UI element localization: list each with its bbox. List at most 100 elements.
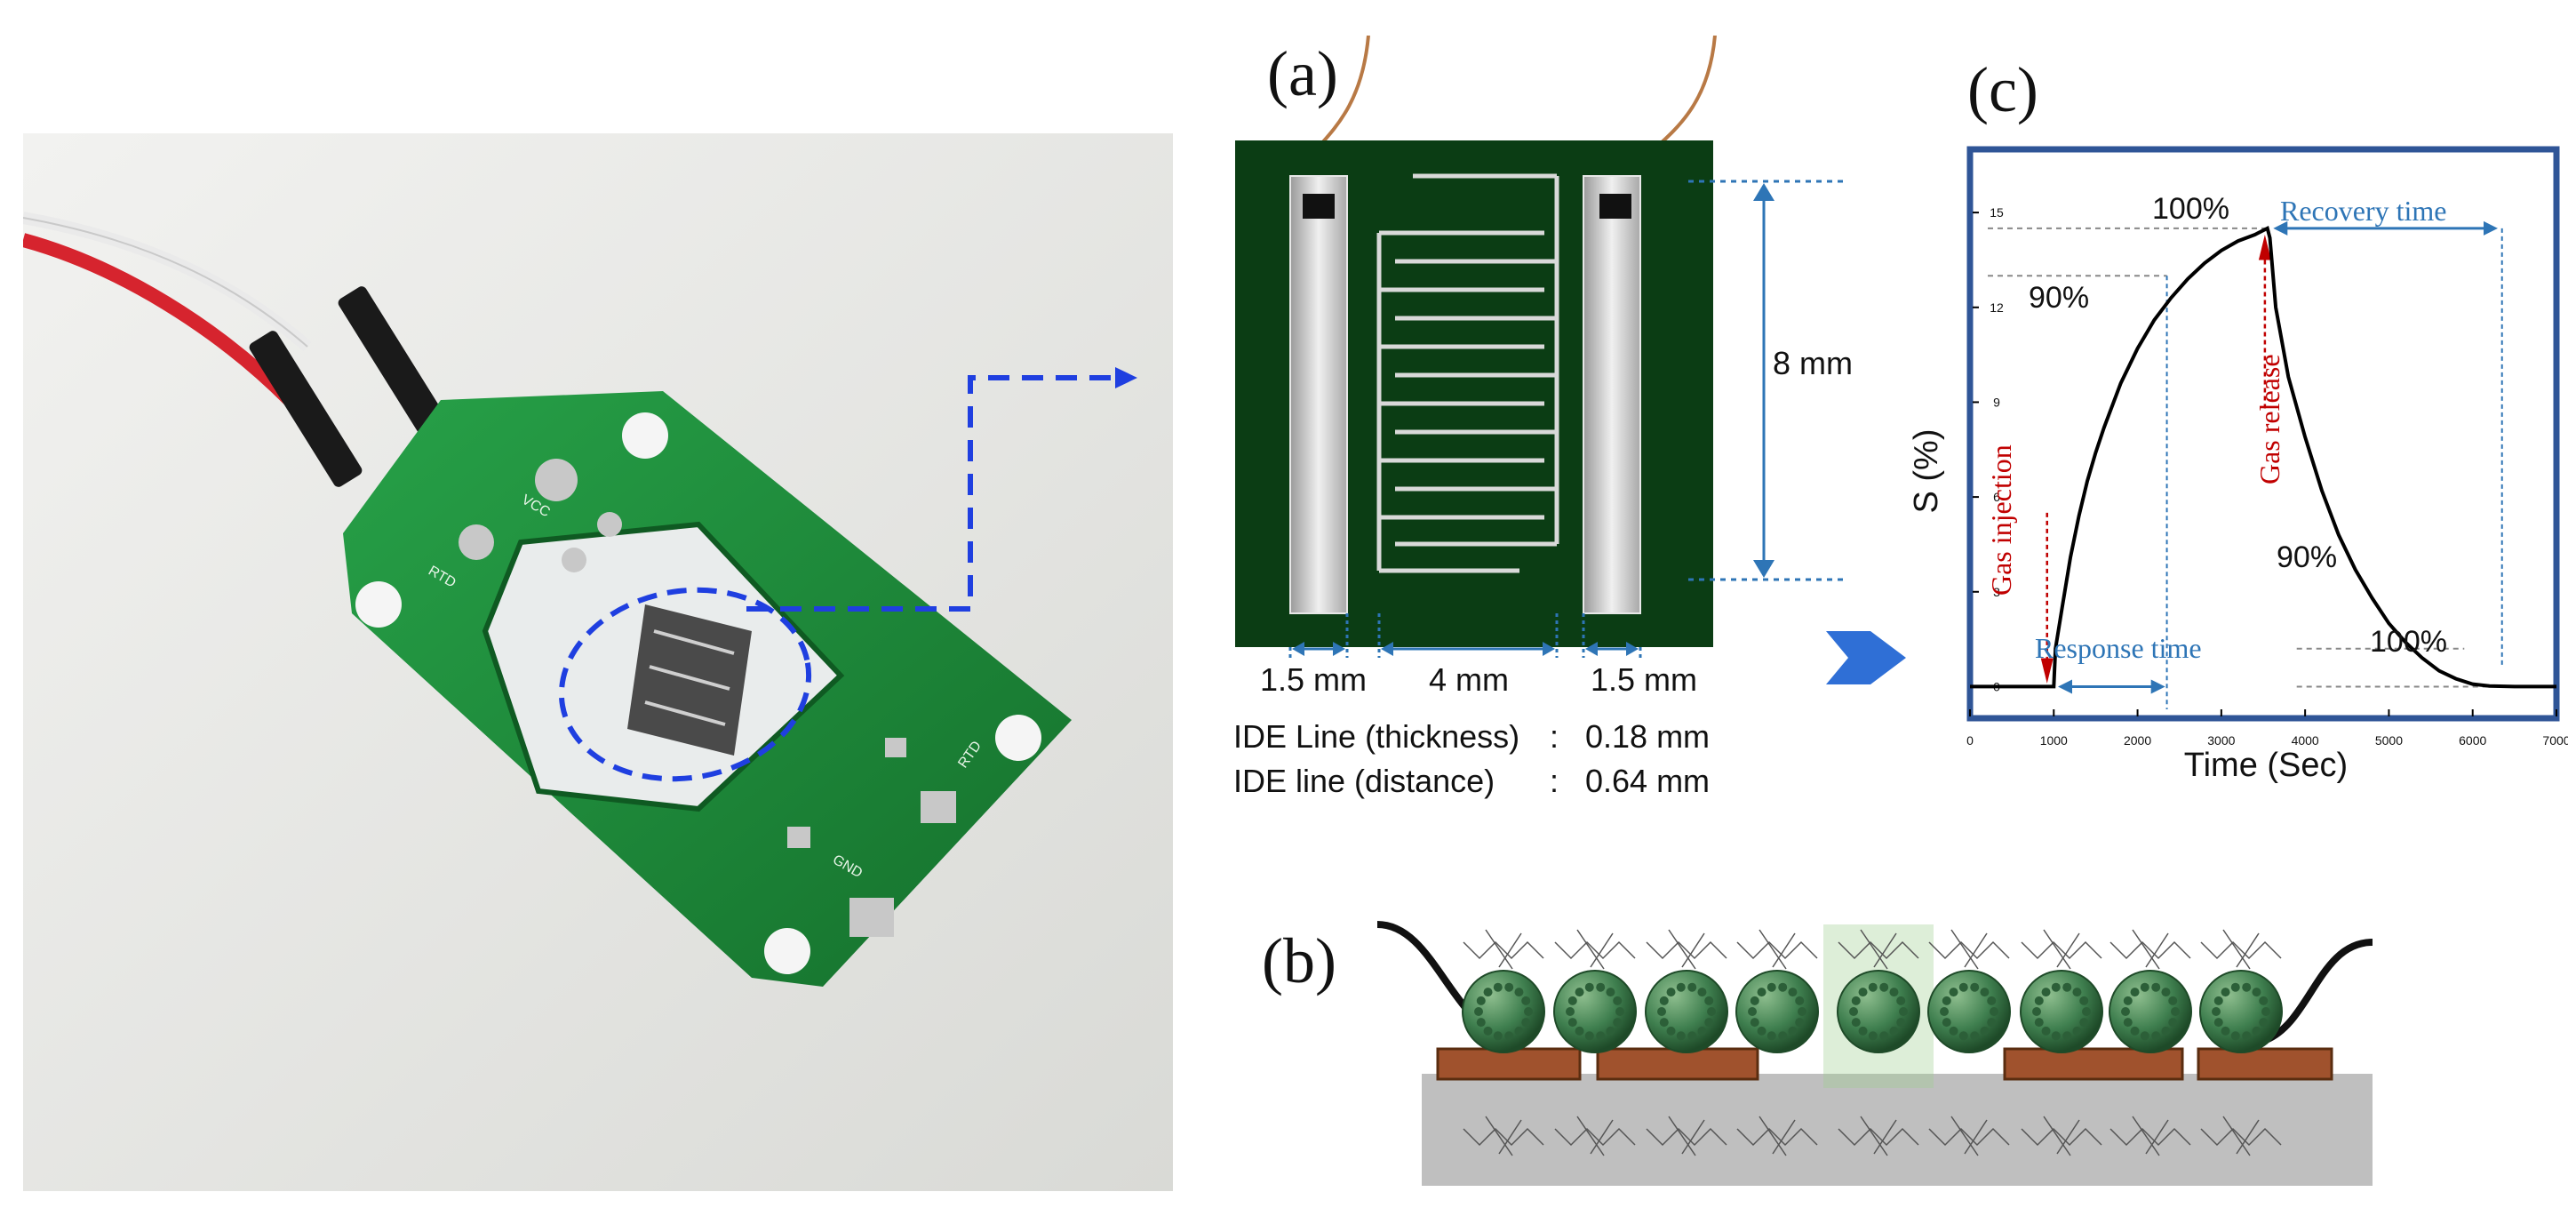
molecule-bond (1485, 1116, 1513, 1156)
annot-90-bottom: 90% (2277, 540, 2337, 574)
zoom-arrow (746, 367, 1137, 612)
molecule-bond (2145, 932, 2169, 968)
molecule-bond (1759, 1116, 1787, 1156)
electrode-block (1596, 1047, 1759, 1081)
molecule-bond (1498, 1119, 1522, 1155)
spec-separator: : (1550, 763, 1559, 799)
injection-arrow-head (2040, 658, 2054, 684)
y-tick-label: 9 (1993, 395, 2000, 409)
sphere-texture (2032, 1007, 2041, 1016)
nanoparticle-sphere (2020, 970, 2103, 1053)
sphere-texture (2051, 982, 2061, 992)
molecule-bond (1681, 932, 1705, 968)
nanoparticle-sphere (2199, 970, 2283, 1053)
molecule-bond (1681, 1119, 1705, 1155)
sphere-texture (2062, 982, 2072, 992)
sphere-texture (2123, 996, 2133, 1005)
sphere-texture (1697, 1026, 1707, 1036)
annot-90-top: 90% (2029, 281, 2089, 315)
sphere-texture (2051, 1031, 2061, 1041)
nanoparticle-sphere (1462, 970, 1545, 1053)
spec-value: 0.64 mm (1585, 763, 1711, 799)
molecule-chain (1736, 1127, 1818, 1147)
sphere-texture (2230, 1031, 2240, 1041)
molecule-bond (2132, 929, 2160, 970)
sphere-texture (1493, 982, 1503, 992)
sphere-texture (2121, 1007, 2130, 1016)
panel-label-a: (a) (1267, 38, 1338, 109)
sphere-texture (1896, 996, 1906, 1005)
x-tick-label: 5000 (2375, 733, 2403, 748)
y-axis-label: S (%) (1908, 429, 1945, 514)
x-tick-label: 2000 (2124, 733, 2151, 748)
sphere-texture (1858, 988, 1868, 997)
chart-frame (1966, 146, 2560, 722)
molecule-chain (1928, 940, 2010, 960)
sphere-texture (1942, 996, 1951, 1005)
sphere-texture (2072, 1026, 2082, 1036)
sphere-texture (1949, 988, 1958, 997)
sphere-texture (2123, 1018, 2133, 1028)
annot-gas-injection: Gas injection (1985, 444, 2017, 596)
molecule-chain (2109, 1127, 2191, 1147)
molecule-bond (1873, 1119, 1897, 1155)
sphere-texture (1987, 1018, 1997, 1028)
sphere-texture (1483, 988, 1493, 997)
nanoparticle-sphere (1927, 970, 2011, 1053)
spec-name: IDE Line (thickness) (1233, 718, 1520, 755)
x-tick-label: 3000 (2207, 733, 2235, 748)
panel-label-b: (b) (1262, 925, 1336, 996)
sphere-texture (1750, 996, 1759, 1005)
molecule-bond (1860, 929, 1888, 970)
sphere-texture (1575, 1026, 1584, 1036)
molecule-bond (1668, 1116, 1696, 1156)
sphere-texture (2242, 1031, 2252, 1041)
molecule-bond (1964, 932, 1988, 968)
sphere-texture (1474, 1007, 1483, 1016)
nanoparticle-sphere (2109, 970, 2192, 1053)
electrode-block (2197, 1047, 2333, 1081)
molecule-chain (1646, 940, 1727, 960)
annot-recovery-time: Recovery time (2280, 195, 2446, 227)
sphere-texture (1615, 1007, 1624, 1016)
molecule-chain (1838, 940, 1919, 960)
sphere-texture (1584, 982, 1594, 992)
sphere-texture (1949, 1026, 1958, 1036)
sphere-texture (1980, 1026, 1990, 1036)
sphere-texture (1849, 1007, 1858, 1016)
sphere-texture (2072, 988, 2082, 997)
sphere-texture (2130, 1026, 2140, 1036)
molecule-chain (2021, 1127, 2102, 1147)
annot-100-top: 100% (2152, 192, 2229, 226)
width-right-label: 1.5 mm (1591, 661, 1698, 698)
layer-cross-section (1376, 921, 2373, 1186)
sphere-texture (2168, 1018, 2178, 1028)
annot-100-bottom: 100% (2370, 625, 2447, 659)
sphere-texture (2041, 1026, 2051, 1036)
sphere-texture (1958, 1031, 1968, 1041)
molecule-bond (2056, 932, 2080, 968)
sphere-texture (1493, 1031, 1503, 1041)
sphere-texture (1889, 1026, 1899, 1036)
sphere-texture (1748, 1007, 1757, 1016)
sphere-texture (2140, 982, 2149, 992)
sphere-texture (1606, 1026, 1615, 1036)
sphere-texture (1567, 996, 1577, 1005)
sphere-texture (1567, 1018, 1577, 1028)
molecule-bond (1668, 929, 1696, 970)
sphere-texture (1676, 982, 1686, 992)
sphere-texture (1676, 1031, 1686, 1041)
response-arrow-head (2058, 679, 2072, 694)
sphere-texture (1851, 996, 1861, 1005)
sphere-texture (2261, 1007, 2270, 1016)
sphere-texture (1868, 1031, 1878, 1041)
sphere-texture (1596, 1031, 1606, 1041)
sphere-texture (1896, 1018, 1906, 1028)
molecule-chain (1928, 1127, 2010, 1147)
sphere-texture (1899, 1007, 1908, 1016)
substrate-layer (1422, 1074, 2373, 1186)
sphere-texture (1798, 1007, 1806, 1016)
sphere-texture (1613, 996, 1623, 1005)
